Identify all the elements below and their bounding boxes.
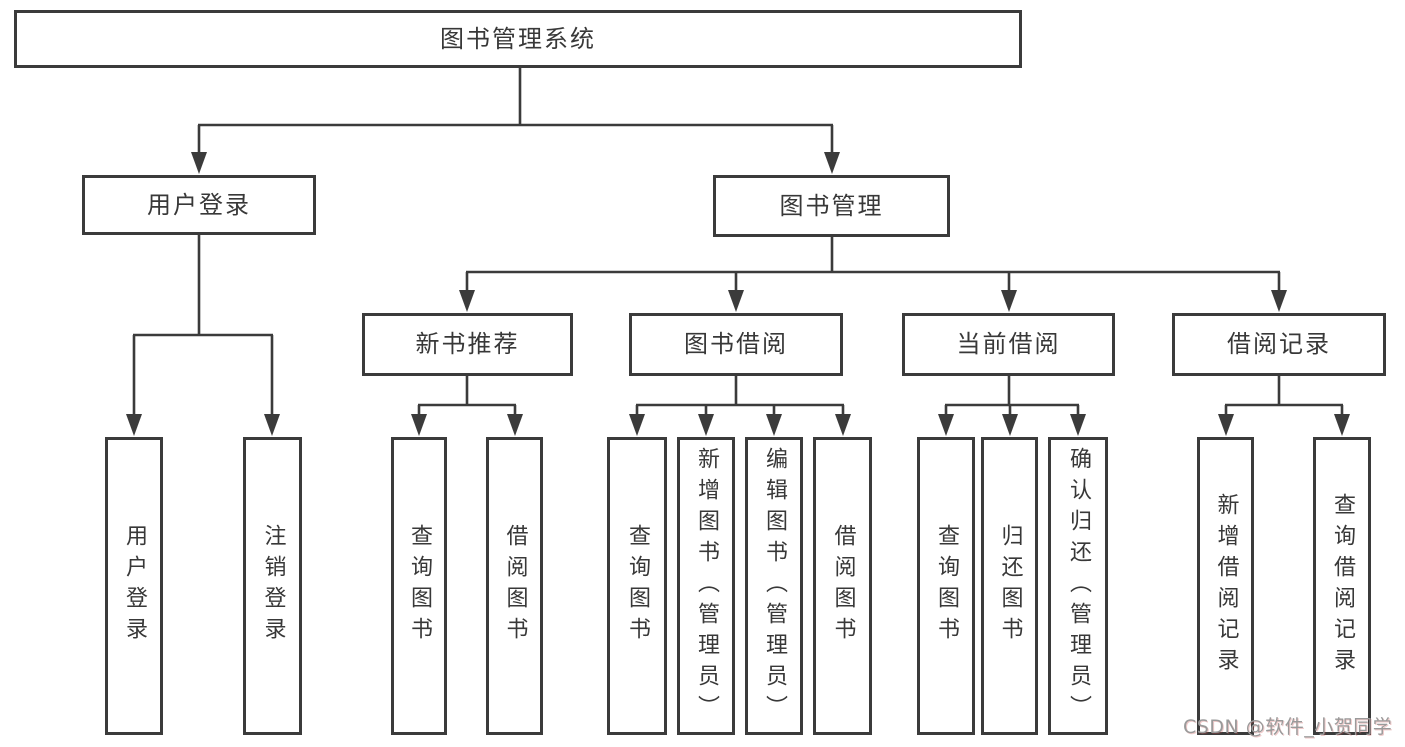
leaf-query-books-2: 查询图书 [607,437,667,735]
node-new-book-recommend: 新书推荐 [362,313,573,376]
leaf-query-books-1: 查询图书 [391,437,447,735]
leaf-query-borrow-record: 查询借阅记录 [1313,437,1371,735]
node-book-borrow: 图书借阅 [629,313,843,376]
leaf-add-book-admin: 新增图书（管理员） [677,437,735,735]
leaf-query-books-3: 查询图书 [917,437,975,735]
leaf-user-login: 用户登录 [105,437,163,735]
leaf-logout: 注销登录 [243,437,302,735]
leaf-add-borrow-record: 新增借阅记录 [1197,437,1254,735]
node-current-borrow: 当前借阅 [902,313,1115,376]
leaf-borrow-books-1: 借阅图书 [486,437,543,735]
node-user-login: 用户登录 [82,175,316,235]
node-book-management: 图书管理 [713,175,950,237]
csdn-watermark: CSDN @软件_小贺同学 [1183,716,1393,738]
leaf-borrow-books-2: 借阅图书 [813,437,872,735]
node-root: 图书管理系统 [14,10,1022,68]
node-borrow-records: 借阅记录 [1172,313,1386,376]
leaf-return-book: 归还图书 [981,437,1038,735]
leaf-confirm-return-admin: 确认归还（管理员） [1048,437,1108,735]
leaf-edit-book-admin: 编辑图书（管理员） [745,437,803,735]
